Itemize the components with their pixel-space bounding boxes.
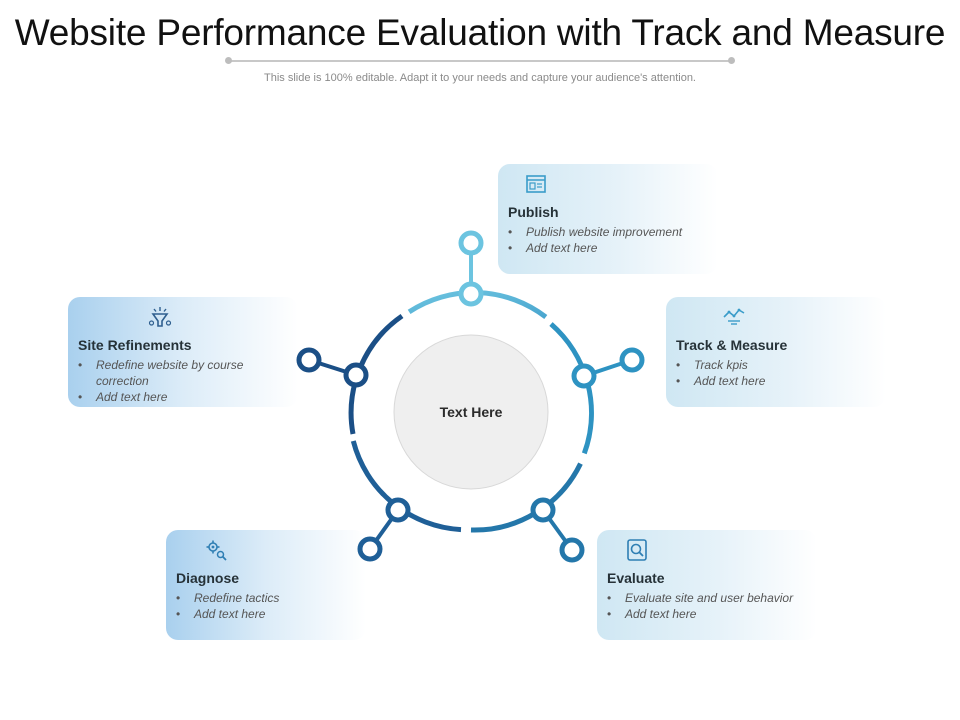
ring-node-refine [343,362,369,388]
card-track-measure-heading: Track & Measure [676,337,788,353]
bullet: Track kpis [676,357,765,373]
slide-title: Website Performance Evaluation with Trac… [14,12,946,53]
ring-node-evaluate [530,497,556,523]
outer-node-refine [296,347,322,373]
outer-node-track [619,347,645,373]
refinement-funnel-icon [148,307,172,327]
card-site-refinements: Site Refinements Redefine website by cou… [68,297,298,407]
outer-node-evaluate [559,537,585,563]
bullet: Add text here [508,240,682,256]
card-diagnose: Diagnose Redefine tactics Add text here [166,530,366,640]
outer-node-publish [458,230,484,256]
card-diagnose-heading: Diagnose [176,570,240,586]
title-divider [228,60,732,62]
bullet: Add text here [607,606,793,622]
magnifier-report-icon [627,539,647,561]
card-publish-bullets: Publish website improvement Add text her… [508,224,682,256]
bullet: Publish website improvement [508,224,682,240]
center-circle [393,334,549,490]
outer-node-diagnose [357,536,383,562]
divider-dot-right [728,57,735,64]
card-evaluate: Evaluate Evaluate site and user behavior… [597,530,817,640]
bullet: Add text here [78,389,268,405]
divider-dot-left [225,57,232,64]
bullet: Redefine tactics [176,590,279,606]
card-evaluate-heading: Evaluate [607,570,665,586]
ring-node-publish [458,281,484,307]
web-page-icon [526,175,546,193]
card-site-refinements-bullets: Redefine website by course correction Ad… [78,357,268,405]
ring-node-track [571,363,597,389]
gears-icon [206,540,227,561]
card-publish: Publish Publish website improvement Add … [498,164,718,274]
line-graph-icon [723,308,745,325]
center-label: Text Here [439,404,503,420]
ring-arc-track [549,322,594,455]
card-site-refinements-heading: Site Refinements [78,337,192,353]
card-publish-heading: Publish [508,204,559,220]
ring-node-diagnose [385,497,411,523]
card-track-measure-bullets: Track kpis Add text here [676,357,765,389]
card-evaluate-bullets: Evaluate site and user behavior Add text… [607,590,793,622]
bullet: Redefine website by course correction [78,357,268,389]
bullet: Evaluate site and user behavior [607,590,793,606]
slide-subtitle: This slide is 100% editable. Adapt it to… [264,72,696,84]
card-track-measure: Track & Measure Track kpis Add text here [666,297,886,407]
bullet: Add text here [176,606,279,622]
card-diagnose-bullets: Redefine tactics Add text here [176,590,279,622]
bullet: Add text here [676,373,765,389]
